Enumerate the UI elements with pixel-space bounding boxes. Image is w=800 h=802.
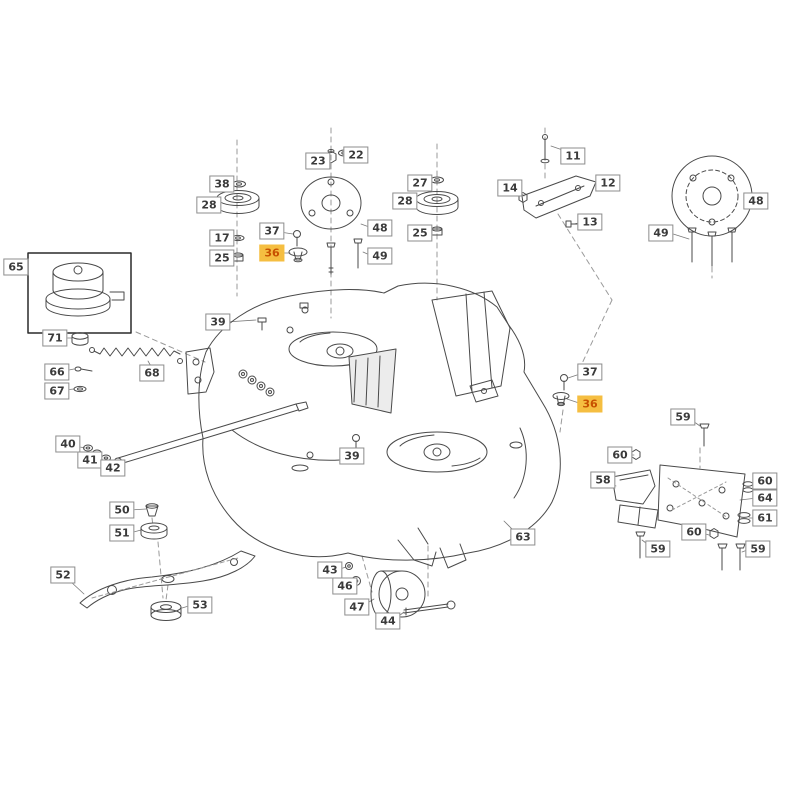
bolt-59-bottom-left (635, 531, 646, 559)
part-label-11-2[interactable]: 11 (560, 147, 586, 165)
axle-bolt-44 (403, 600, 456, 616)
part-label-66-22[interactable]: 66 (44, 363, 70, 381)
part-label-36-highlighted-16[interactable]: 36 (259, 244, 285, 262)
part-label-68-23[interactable]: 68 (139, 364, 165, 382)
part-label-43-43[interactable]: 43 (317, 561, 343, 579)
part-label-63-40[interactable]: 63 (510, 528, 536, 546)
part-label-53-46[interactable]: 53 (187, 596, 213, 614)
part-label-50-36[interactable]: 50 (109, 501, 135, 519)
part-label-23-1[interactable]: 23 (305, 152, 331, 170)
part-label-59-27[interactable]: 59 (670, 408, 696, 426)
part-label-13-10[interactable]: 13 (577, 213, 603, 231)
part-label-47-47[interactable]: 47 (344, 598, 370, 616)
part-label-28-9[interactable]: 28 (392, 192, 418, 210)
part-label-37-24[interactable]: 37 (577, 363, 603, 381)
washer-67 (73, 385, 87, 393)
bolt-39-upper (257, 317, 267, 331)
part-label-65-19[interactable]: 65 (3, 258, 29, 276)
nut-14 (518, 192, 528, 203)
part-label-60-38[interactable]: 60 (681, 523, 707, 541)
part-label-48-14[interactable]: 48 (367, 219, 393, 237)
bolts-49-center (326, 238, 363, 275)
part-label-64-35[interactable]: 64 (752, 489, 778, 507)
pin-11 (540, 134, 550, 164)
bolts-59-bottom-right (717, 543, 746, 571)
part-label-48-7[interactable]: 48 (743, 192, 769, 210)
part-label-49-12[interactable]: 49 (648, 224, 674, 242)
part-label-27-4[interactable]: 27 (407, 174, 433, 192)
part-label-49-18[interactable]: 49 (367, 247, 393, 265)
part-label-60-34[interactable]: 60 (752, 472, 778, 490)
bushing-71 (71, 332, 89, 346)
bolts-49-right (687, 227, 737, 267)
bolt-37-right (560, 374, 568, 391)
bolt-66 (74, 366, 93, 372)
bolt-37-left (293, 230, 301, 247)
cone-50 (145, 503, 159, 517)
bracket-12 (521, 175, 597, 219)
part-label-52-44[interactable]: 52 (50, 566, 76, 584)
pin-36-left (288, 247, 308, 263)
part-label-61-37[interactable]: 61 (752, 509, 778, 527)
spring-68 (89, 347, 183, 364)
part-label-51-39[interactable]: 51 (109, 524, 135, 542)
part-label-39-30[interactable]: 39 (339, 447, 365, 465)
part-label-39-20[interactable]: 39 (205, 313, 231, 331)
washer-43 (345, 562, 353, 570)
part-label-41-31[interactable]: 41 (77, 451, 103, 469)
part-label-14-6[interactable]: 14 (497, 179, 523, 197)
part-label-28-8[interactable]: 28 (196, 196, 222, 214)
part-label-38-3[interactable]: 38 (209, 175, 235, 193)
deck-body-63 (185, 282, 561, 569)
part-label-44-48[interactable]: 44 (375, 612, 401, 630)
part-label-42-32[interactable]: 42 (100, 459, 126, 477)
nut-60-bottom (709, 528, 719, 539)
part-label-40-28[interactable]: 40 (55, 435, 81, 453)
part-label-37-11[interactable]: 37 (259, 222, 285, 240)
part-label-67-25[interactable]: 67 (44, 382, 70, 400)
bolt-59-top (699, 423, 710, 447)
part-label-12-5[interactable]: 12 (595, 174, 621, 192)
flange-plate-48-center (300, 176, 362, 230)
part-label-60-29[interactable]: 60 (607, 446, 633, 464)
part-label-58-33[interactable]: 58 (590, 471, 616, 489)
part-label-71-21[interactable]: 71 (42, 329, 68, 347)
part-label-46-45[interactable]: 46 (332, 577, 358, 595)
part-label-22-0[interactable]: 22 (343, 146, 369, 164)
part-label-59-41[interactable]: 59 (645, 540, 671, 558)
part-label-17-13[interactable]: 17 (209, 229, 235, 247)
hub-51 (140, 522, 168, 540)
part-label-25-15[interactable]: 25 (407, 224, 433, 242)
part-label-59-42[interactable]: 59 (745, 540, 771, 558)
washers-61 (737, 512, 751, 524)
part-label-36-highlighted-26[interactable]: 36 (577, 395, 603, 413)
pin-36-right (552, 392, 570, 407)
bracket-58 (611, 469, 659, 529)
part-label-25-17[interactable]: 25 (209, 249, 235, 267)
blade-52 (79, 550, 256, 609)
pulley-53 (150, 601, 182, 621)
